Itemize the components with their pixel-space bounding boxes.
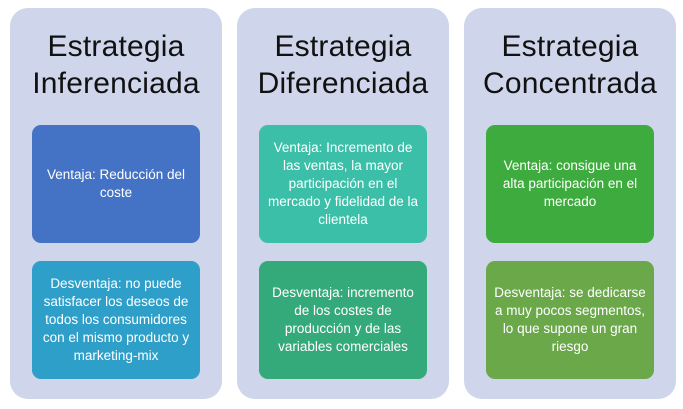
- disadvantage-text: Desventaja: se dedicarse a muy pocos seg…: [494, 285, 646, 354]
- column-title-line1: Estrategia: [501, 30, 639, 63]
- advantage-text: Ventaja: consigue una alta participación…: [502, 158, 638, 209]
- column-title-line2: Diferenciada: [257, 67, 429, 100]
- disadvantage-box: Desventaja: se dedicarse a muy pocos seg…: [486, 261, 654, 379]
- strategy-column-diferenciada: Estrategia Diferenciada Ventaja: Increme…: [237, 8, 449, 399]
- column-title: Estrategia Inferenciada: [10, 28, 222, 102]
- column-title: Estrategia Concentrada: [464, 28, 676, 102]
- advantage-text: Ventaja: Incremento de las ventas, la ma…: [267, 140, 419, 227]
- disadvantage-text: Desventaja: incremento de los costes de …: [272, 285, 414, 354]
- column-title-line1: Estrategia: [47, 30, 185, 63]
- column-title: Estrategia Diferenciada: [237, 28, 449, 102]
- advantage-box: Ventaja: consigue una alta participación…: [486, 125, 654, 243]
- strategy-column-inferenciada: Estrategia Inferenciada Ventaja: Reducci…: [10, 8, 222, 399]
- disadvantage-box: Desventaja: incremento de los costes de …: [259, 261, 427, 379]
- advantage-box: Ventaja: Reducción del coste: [32, 125, 200, 243]
- disadvantage-text: Desventaja: no puede satisfacer los dese…: [42, 276, 190, 363]
- column-title-line2: Inferenciada: [32, 67, 200, 100]
- advantage-text: Ventaja: Reducción del coste: [46, 167, 186, 200]
- disadvantage-box: Desventaja: no puede satisfacer los dese…: [32, 261, 200, 379]
- column-title-line2: Concentrada: [483, 67, 657, 100]
- column-title-line1: Estrategia: [274, 30, 412, 63]
- advantage-box: Ventaja: Incremento de las ventas, la ma…: [259, 125, 427, 243]
- strategy-column-concentrada: Estrategia Concentrada Ventaja: consigue…: [464, 8, 676, 399]
